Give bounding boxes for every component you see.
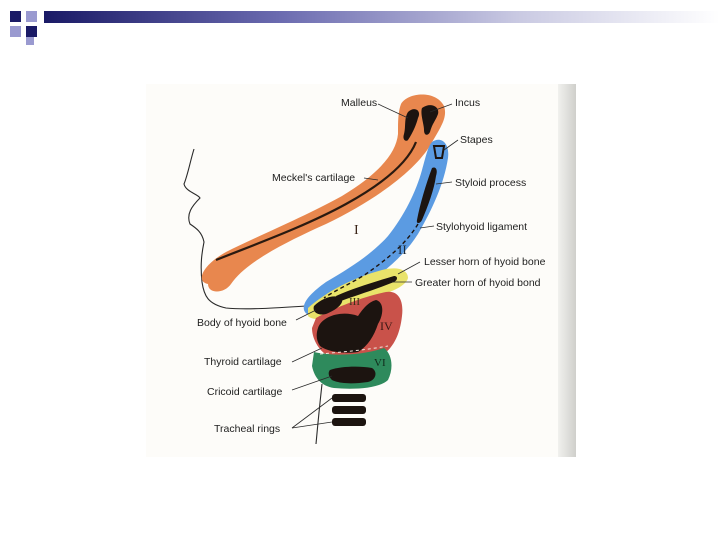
header-square-navy-1 [10,11,21,22]
neck-outline [315,383,323,445]
label-cricoid-cartilage: Cricoid cartilage [207,386,283,398]
label-meckels-cartilage: Meckel's cartilage [272,172,356,184]
stapes-shape [432,145,446,159]
label-malleus: Malleus [341,97,378,109]
arch-numeral-3: III [349,296,360,308]
face-outline [183,148,307,310]
thyroid-cricoid-divider [319,345,389,355]
header-gradient-bar [44,11,720,23]
label-styloid-process: Styloid process [455,177,527,189]
label-stylohyoid-ligament: Stylohyoid ligament [436,221,528,233]
header-square-light-2 [10,26,21,37]
label-greater-horn: Greater horn of hyoid bond [415,277,541,289]
body-of-hyoid-shape [313,296,343,315]
header-square-light-1 [26,11,37,22]
arch-numeral-4: IV [380,319,393,333]
leader-lines [291,103,459,429]
arch-numeral-6: VI [374,357,386,369]
label-stapes: Stapes [460,134,493,146]
stylohyoid-ligament-line [323,223,419,299]
greater-horn-shape [336,276,397,302]
header-square-light-3 [26,37,34,45]
tracheal-ring-2 [332,406,366,414]
tracheal-ring-1 [332,394,366,402]
diagram-svg: I II III IV VI [183,94,459,445]
meckels-cartilage-line [215,141,418,262]
thyroid-cartilage-shape [316,300,383,353]
scan-page-edge [558,84,576,457]
arch-numeral-1: I [354,223,359,238]
label-incus: Incus [455,97,481,109]
label-thyroid-cartilage: Thyroid cartilage [204,356,282,368]
arch-numeral-2: II [398,242,407,257]
header-square-navy-2 [26,26,37,37]
label-body-of-hyoid: Body of hyoid bone [197,317,287,329]
arch-2-region [303,139,449,315]
label-tracheal-rings: Tracheal rings [214,423,281,435]
malleus-shape [403,109,420,141]
label-lesser-horn: Lesser horn of hyoid bone [424,256,546,268]
styloid-process-shape [416,167,437,223]
cricoid-cartilage-shape [328,366,376,384]
tracheal-ring-3 [332,418,366,426]
pharyngeal-arch-diagram: I II III IV VI [146,84,576,457]
incus-shape [421,105,439,135]
